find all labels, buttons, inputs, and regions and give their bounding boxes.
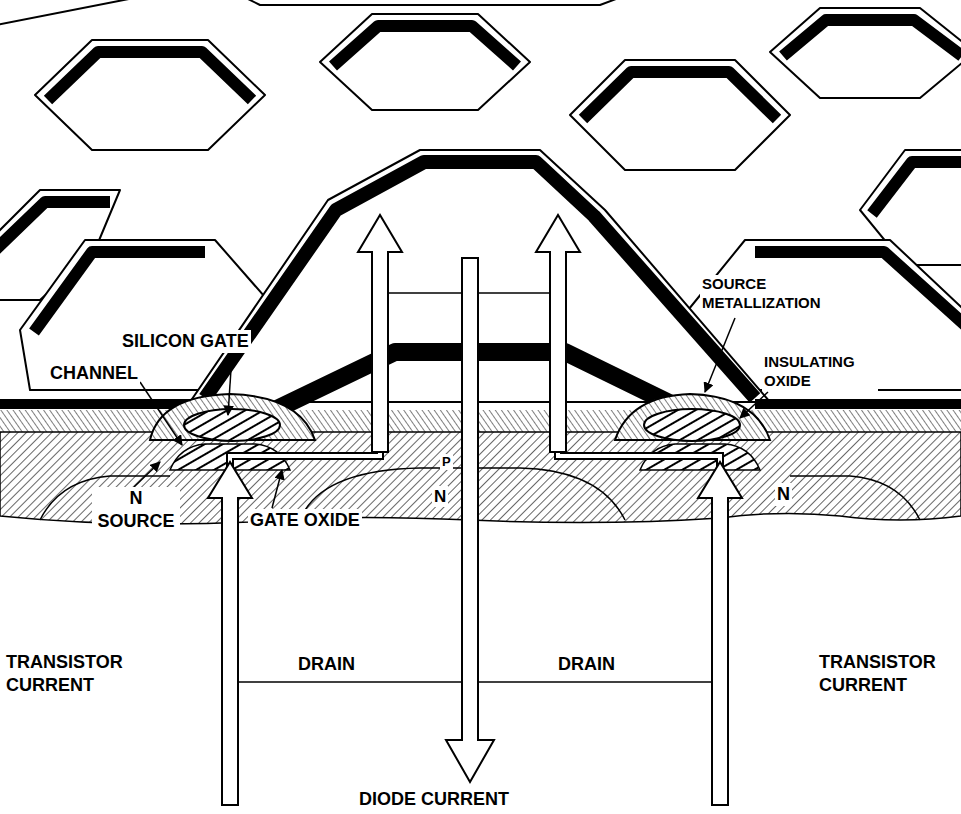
part-label: P — [440, 454, 453, 470]
central-cell — [190, 150, 770, 418]
part-label: DRAIN — [556, 653, 617, 676]
part-label: SOURCE METALLIZATION — [700, 275, 844, 313]
part-label: N — [775, 483, 792, 506]
part-label: GATE OXIDE — [248, 509, 362, 532]
part-label: N — [432, 486, 448, 507]
part-label: CHANNEL — [48, 362, 140, 385]
part-label: INSULATING OXIDE — [762, 353, 878, 391]
part-label: DRAIN — [296, 653, 357, 676]
part-label: N SOURCE — [92, 487, 180, 532]
part-label: TRANSISTOR CURRENT — [4, 651, 140, 696]
part-label: DIODE CURRENT — [357, 788, 511, 811]
current-arrow — [208, 215, 742, 805]
part-label: SILICON GATE — [120, 330, 251, 353]
part-label: TRANSISTOR CURRENT — [817, 651, 957, 696]
